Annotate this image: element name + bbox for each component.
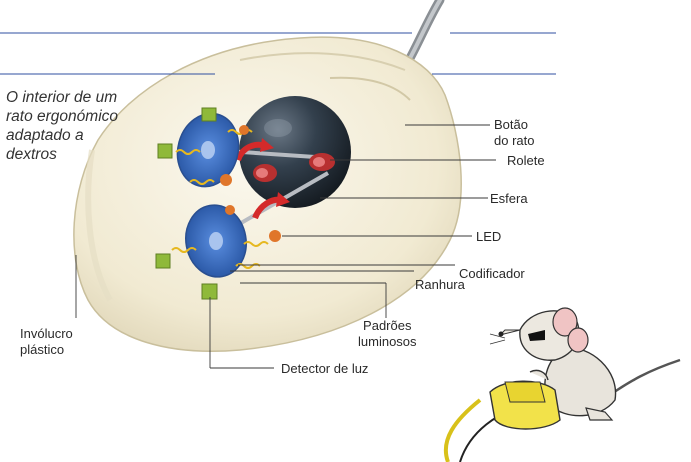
- led-4: [269, 230, 281, 242]
- led-1: [220, 174, 232, 186]
- light-pattern-5: [235, 263, 261, 269]
- led-3: [225, 205, 235, 215]
- light-pattern-1: [175, 149, 201, 155]
- label-detector-de-luz: Detector de luz: [281, 361, 369, 376]
- light-pattern-3: [189, 179, 215, 185]
- label-led: LED: [476, 229, 502, 244]
- light-detector-4: [201, 283, 218, 300]
- label-codificador: Codificador: [459, 266, 525, 281]
- encoder-wheel-upper: [176, 112, 240, 188]
- encoder-wheel-lower: [185, 204, 247, 278]
- label-rolete: Rolete: [507, 153, 545, 168]
- mouse-cable-cartoon: [443, 398, 482, 462]
- diagram-caption: O interior de um rato ergonómico adaptad…: [6, 89, 119, 163]
- label-padroes-luminosos: Padrões luminosos: [358, 318, 417, 349]
- light-pattern-4: [171, 247, 197, 253]
- label-esfera: Esfera: [490, 191, 528, 206]
- label-involucro-plastico: Invólucro plástico: [20, 326, 73, 357]
- label-botao-do-rato: Botão do rato: [494, 117, 535, 148]
- label-ranhura: Ranhura: [415, 277, 465, 292]
- light-pattern-6: [243, 241, 269, 247]
- cartoon-mouse-illustration: [443, 307, 681, 462]
- led-2: [239, 125, 249, 135]
- light-detector-3: [155, 253, 171, 269]
- leader-lines: [75, 124, 496, 369]
- light-detector-2: [201, 107, 217, 122]
- roller-right: [309, 153, 335, 171]
- light-detector-1: [157, 143, 173, 159]
- roller-upper: [253, 164, 277, 182]
